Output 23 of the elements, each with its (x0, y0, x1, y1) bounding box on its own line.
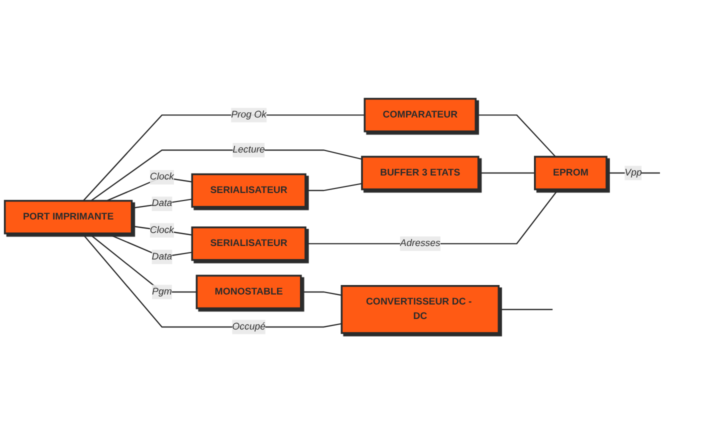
connector (476, 114, 556, 158)
node-box: MONOSTABLE (196, 274, 302, 310)
connector (498, 308, 553, 310)
edge-label: Vpp (624, 168, 642, 178)
node-box: SERIALISATEUR (191, 173, 306, 208)
edge-label: Data (152, 252, 172, 262)
node-box: BUFFER 3 ETATS (361, 156, 480, 190)
edge-label: Clock (150, 224, 174, 236)
edge-label: Data (152, 198, 172, 209)
connector (300, 291, 342, 296)
node-box: COMPARATEUR (364, 98, 477, 132)
connector (478, 172, 535, 174)
edge-label: Lecture (232, 144, 265, 155)
node-box: EPROM (534, 156, 608, 190)
edge-label: Clock (150, 172, 174, 182)
edge-label: Pgm (152, 286, 172, 297)
connector (305, 182, 362, 192)
edge-label: Prog Ok (231, 110, 267, 120)
edge-label: Adresses (400, 238, 440, 248)
node-box: CONVERTISSEUR DC - DC (340, 285, 500, 334)
edge-label: Occupé (232, 322, 266, 332)
node-box: PORT IMPRIMANTE (4, 200, 133, 234)
node-box: SERIALISATEUR (191, 226, 306, 261)
